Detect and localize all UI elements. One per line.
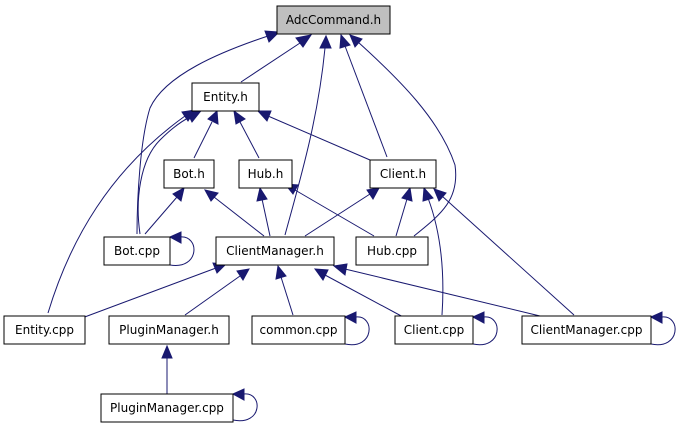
node-client-h[interactable]: Client.h	[369, 159, 437, 189]
edge-entity-cpp-to-entity-h	[47, 115, 186, 314]
node-label: common.cpp	[260, 323, 338, 337]
node-adccommand-h[interactable]: AdcCommand.h	[276, 5, 391, 35]
arrowhead	[207, 109, 219, 125]
arrowhead	[172, 187, 185, 202]
node-hub-cpp[interactable]: Hub.cpp	[355, 236, 429, 266]
edge-client-cpp-to-clientmanager-h	[324, 274, 406, 319]
arrowhead	[313, 268, 329, 281]
edge-hub-h-to-entity-h	[239, 121, 260, 159]
node-label: Client.h	[380, 167, 426, 181]
node-label: Hub.cpp	[367, 244, 417, 258]
arrowhead	[275, 264, 287, 280]
nodes: AdcCommand.h Entity.h Bot.h Hub.h Client…	[3, 5, 652, 423]
arrowhead	[264, 30, 281, 43]
node-bot-cpp[interactable]: Bot.cpp	[103, 236, 171, 266]
edge-clientmanager-cpp-to-client-h	[441, 195, 575, 316]
edge-entity-cpp-to-clientmanager-h	[81, 267, 217, 319]
arrowhead	[649, 311, 663, 324]
arrowhead	[236, 268, 250, 281]
node-label: Entity.h	[203, 90, 248, 104]
arrowhead	[401, 186, 413, 202]
arrowhead	[339, 33, 351, 49]
node-label: Client.cpp	[404, 323, 464, 337]
node-pluginmanager-h[interactable]: PluginManager.h	[108, 315, 230, 345]
arrowhead	[343, 311, 357, 324]
arrowhead	[422, 186, 434, 202]
edge-clientmanager-h-to-adccommand-h	[284, 47, 326, 236]
node-label: Hub.h	[248, 167, 284, 181]
edge-pluginmanager-h-to-clientmanager-h	[184, 275, 241, 316]
edges	[47, 30, 676, 422]
edge-bot-cpp-self	[169, 236, 195, 266]
edge-clientmanager-h-to-hub-h	[261, 198, 271, 237]
edge-bot-cpp-to-bot-h	[144, 196, 178, 235]
arrowhead	[204, 189, 219, 202]
node-bot-h[interactable]: Bot.h	[163, 159, 215, 189]
edge-hub-cpp-to-client-h	[395, 198, 408, 237]
arrowhead	[433, 188, 447, 202]
edge-client-cpp-self	[472, 316, 498, 346]
edge-bot-h-to-entity-h	[193, 121, 213, 159]
node-clientmanager-cpp[interactable]: ClientManager.cpp	[521, 315, 652, 345]
node-hub-h[interactable]: Hub.h	[238, 159, 293, 189]
edge-client-h-to-entity-h	[267, 115, 371, 161]
arrowhead	[319, 34, 332, 49]
arrowhead	[161, 344, 173, 359]
edge-hub-cpp-to-hub-h	[294, 189, 375, 237]
arrowhead	[471, 311, 485, 324]
arrowhead	[332, 263, 348, 276]
arrowhead	[256, 110, 272, 122]
node-label: ClientManager.h	[226, 244, 324, 258]
edge-entity-h-to-adccommand-h	[240, 42, 301, 83]
edge-bot-cpp-to-entity-h	[137, 116, 191, 235]
arrowhead	[233, 109, 246, 125]
node-clientmanager-h[interactable]: ClientManager.h	[215, 236, 335, 266]
node-label: PluginManager.h	[119, 323, 219, 337]
edge-clientmanager-h-to-client-h	[304, 193, 371, 237]
edge-bot-cpp-to-adccommand-h	[136, 35, 269, 235]
node-label: Entity.cpp	[15, 323, 74, 337]
arrowhead	[366, 187, 380, 200]
edge-client-h-to-adccommand-h	[344, 45, 388, 158]
arrowhead	[168, 231, 182, 244]
arrowhead	[295, 34, 313, 48]
edge-hub-cpp-to-adccommand-h	[357, 41, 457, 237]
node-entity-h[interactable]: Entity.h	[191, 82, 260, 112]
node-common-cpp[interactable]: common.cpp	[251, 315, 346, 345]
node-pluginmanager-cpp[interactable]: PluginManager.cpp	[100, 393, 234, 423]
edge-clientmanager-h-to-bot-h	[213, 196, 265, 237]
arrowhead	[231, 388, 245, 401]
node-entity-cpp[interactable]: Entity.cpp	[3, 315, 86, 345]
edge-pluginmanager-cpp-self	[232, 393, 258, 422]
node-label: PluginManager.cpp	[110, 401, 224, 415]
edge-common-cpp-to-clientmanager-h	[280, 276, 294, 316]
arrowhead	[349, 34, 363, 48]
node-label: Bot.h	[173, 167, 205, 181]
arrowhead	[181, 109, 197, 122]
node-label: ClientManager.cpp	[531, 323, 643, 337]
node-label: AdcCommand.h	[286, 13, 381, 27]
arrowhead	[256, 186, 268, 202]
edge-client-cpp-to-client-h	[427, 197, 444, 316]
node-label: Bot.cpp	[114, 244, 160, 258]
edge-clientmanager-cpp-to-clientmanager-h	[344, 268, 541, 317]
edge-common-cpp-self	[344, 316, 370, 346]
node-client-cpp[interactable]: Client.cpp	[394, 315, 474, 345]
edge-clientmanager-cpp-self	[650, 316, 676, 346]
